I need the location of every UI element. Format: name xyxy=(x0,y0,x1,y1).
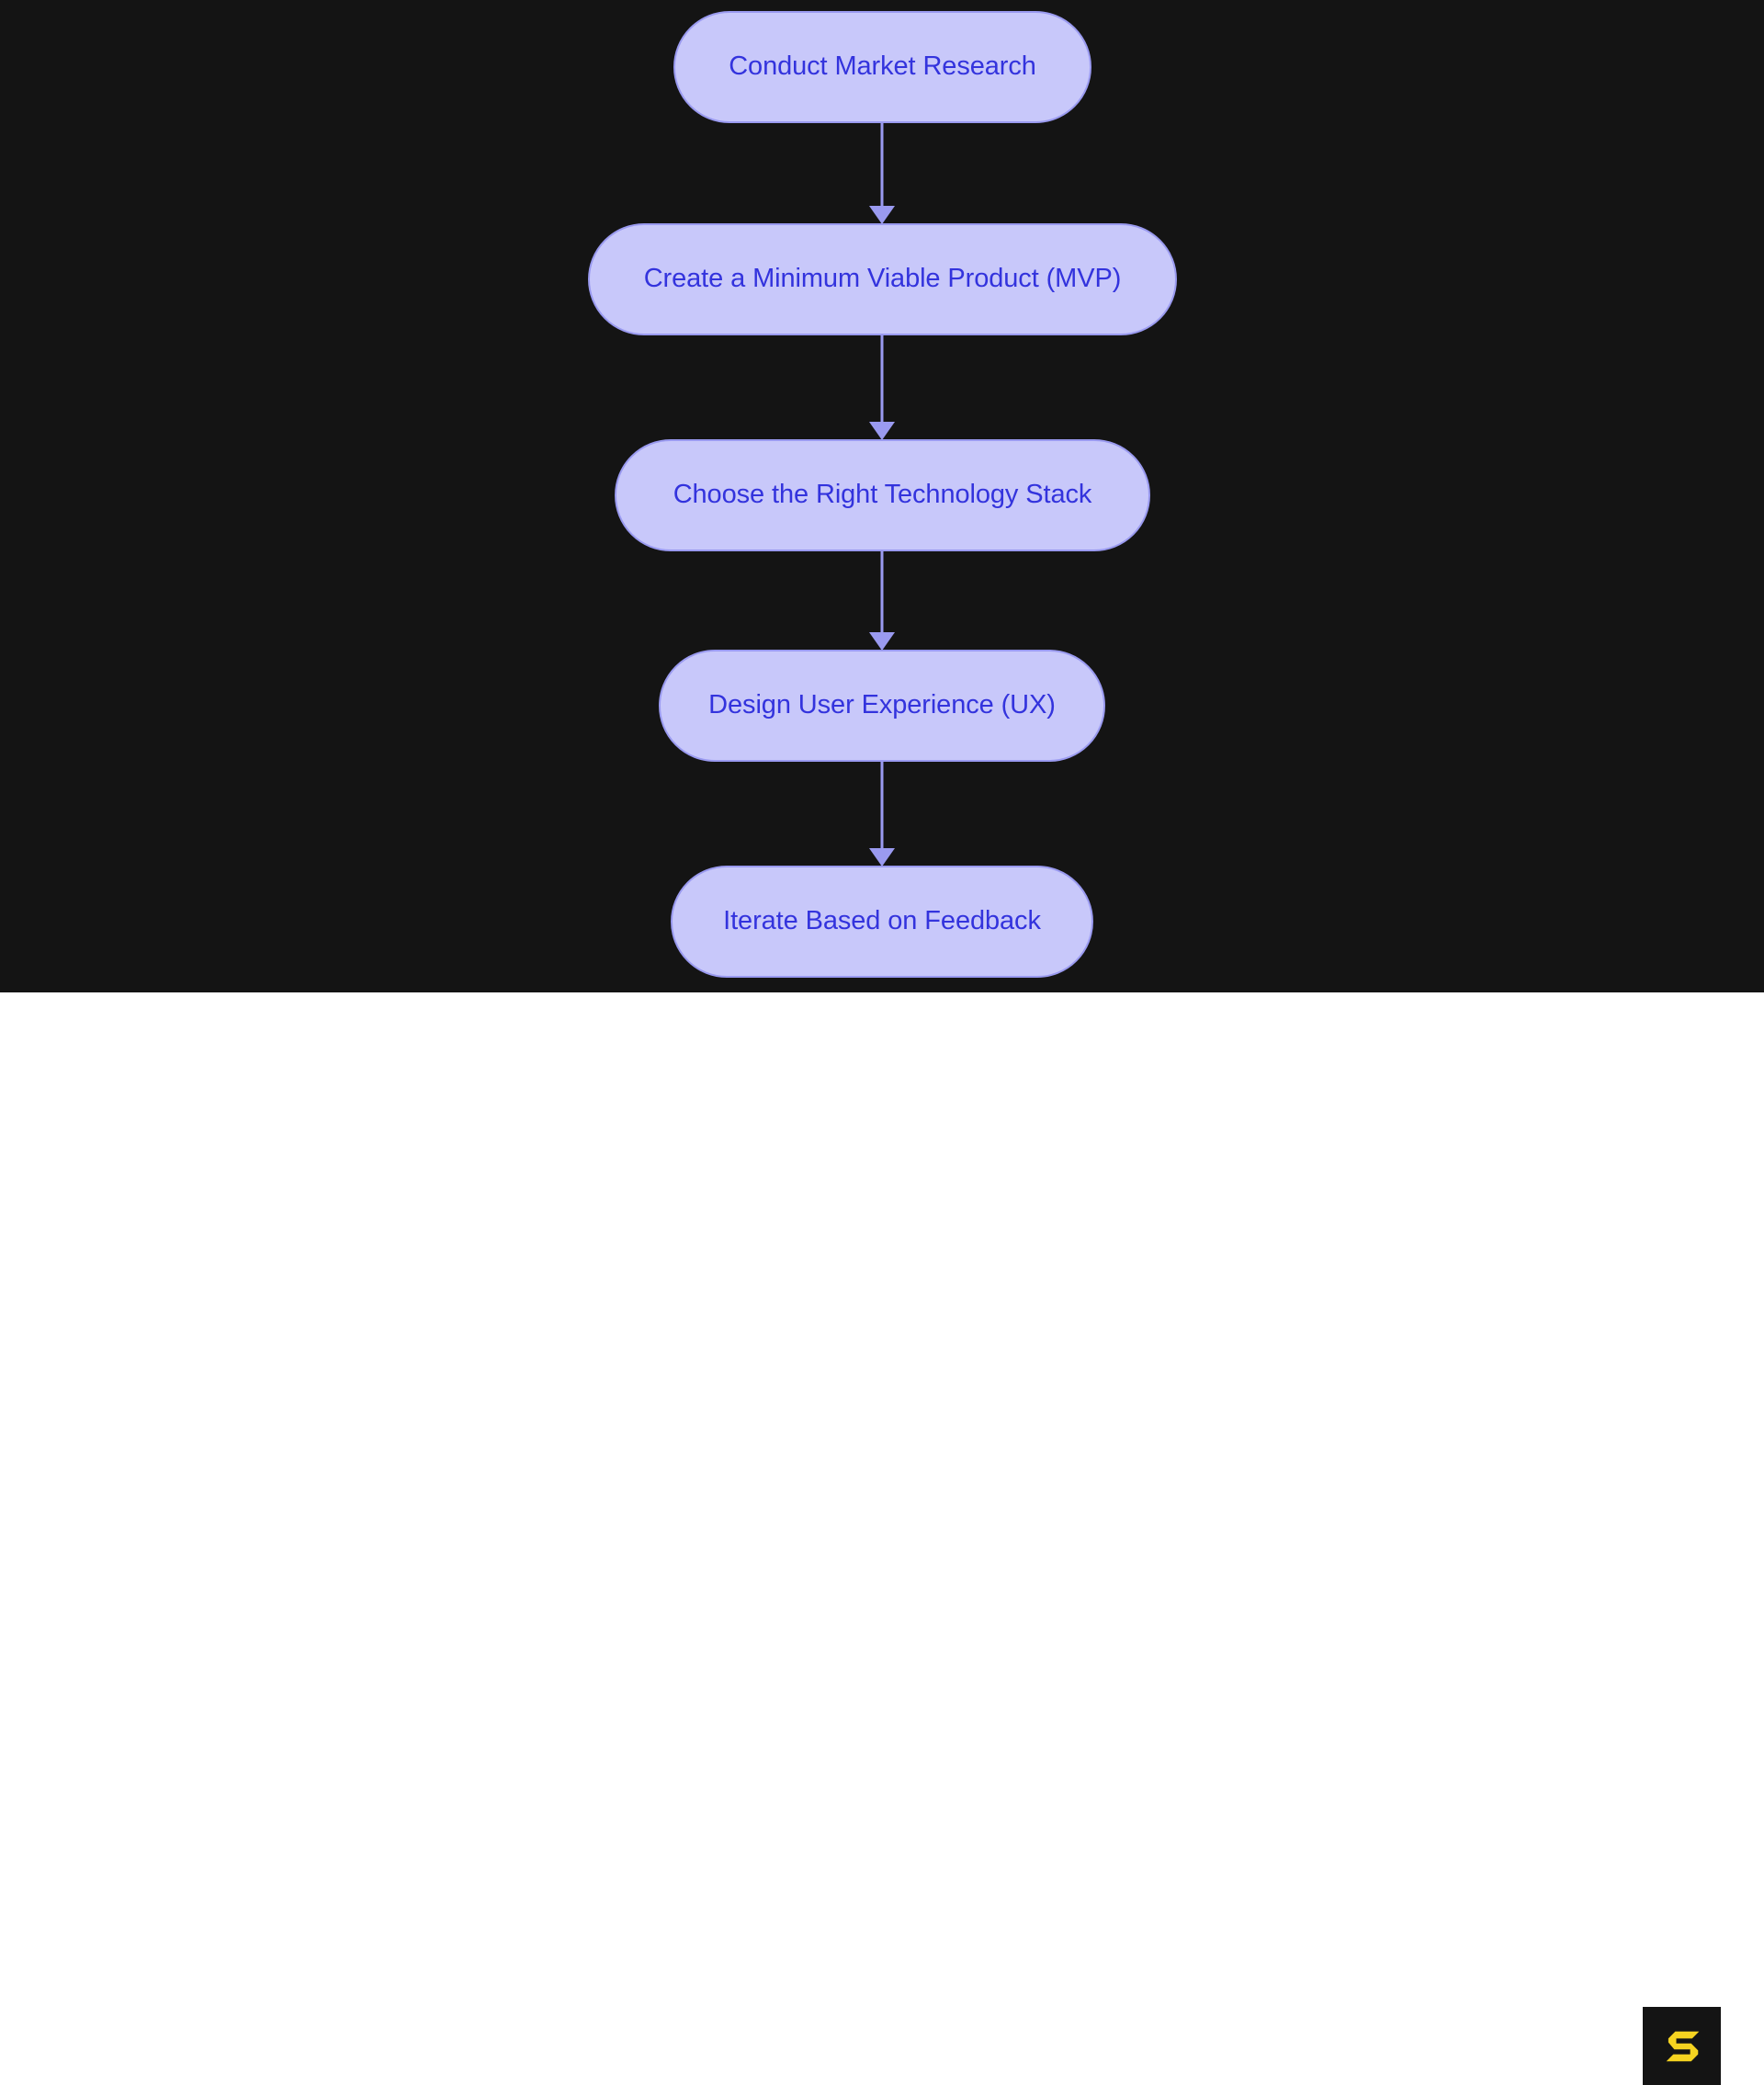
flowchart-node-iterate-based-on-feedback[interactable]: Iterate Based on Feedback xyxy=(671,866,1093,978)
flowchart-node-design-user-experience[interactable]: Design User Experience (UX) xyxy=(659,650,1105,762)
node-label: Choose the Right Technology Stack xyxy=(673,480,1092,510)
node-label: Conduct Market Research xyxy=(729,51,1036,82)
flowchart-node-conduct-market-research[interactable]: Conduct Market Research xyxy=(673,11,1091,123)
footer-bar xyxy=(0,992,1764,2085)
flowchart-stage: Conduct Market Research Create a Minimum… xyxy=(0,0,1764,992)
node-label: Design User Experience (UX) xyxy=(708,690,1056,720)
edge-design-ux-to-iterate-feedback xyxy=(869,762,895,867)
edge-conduct-market-research-to-create-mvp xyxy=(869,123,895,224)
edge-choose-tech-stack-to-design-ux xyxy=(869,551,895,651)
stylized-s-logo-icon xyxy=(1666,2031,1699,2061)
flowchart-node-choose-technology-stack[interactable]: Choose the Right Technology Stack xyxy=(615,439,1150,551)
brand-logo-tile[interactable] xyxy=(1643,2007,1721,2085)
node-label: Iterate Based on Feedback xyxy=(723,906,1041,936)
node-label: Create a Minimum Viable Product (MVP) xyxy=(643,264,1122,294)
edge-create-mvp-to-choose-tech-stack xyxy=(869,335,895,440)
flowchart-node-create-mvp[interactable]: Create a Minimum Viable Product (MVP) xyxy=(588,223,1177,335)
